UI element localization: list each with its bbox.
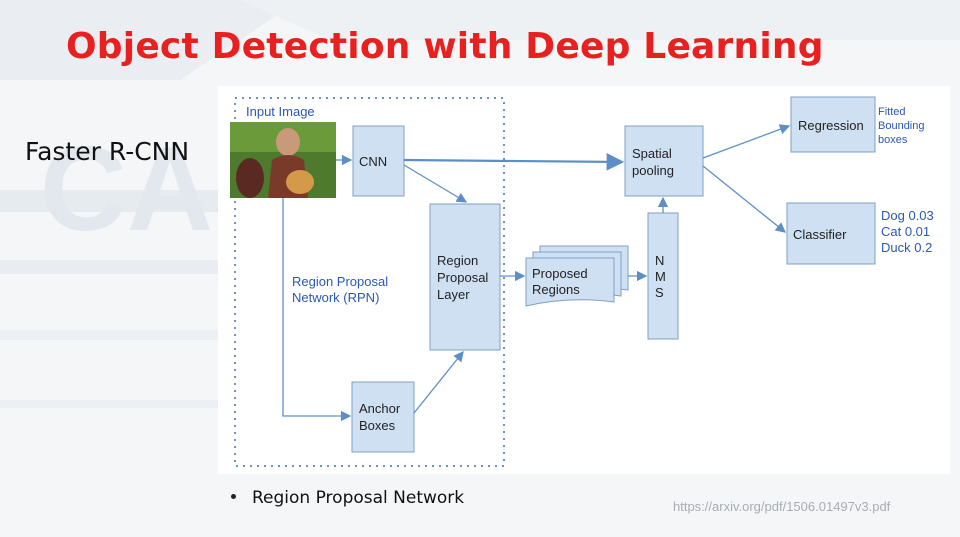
fitted-label-3: boxes — [878, 134, 908, 146]
source-url: https://arxiv.org/pdf/1506.01497v3.pdf — [673, 499, 891, 514]
rpn-boundary — [234, 97, 505, 467]
nms-box — [647, 212, 679, 340]
slide-subtitle: Faster R-CNN — [25, 137, 190, 166]
rpn-label-1: Region Proposal — [292, 274, 388, 289]
diagram-arrows — [282, 124, 791, 422]
bullet-dot — [231, 493, 236, 499]
bullet-text: Region Proposal Network — [252, 488, 465, 508]
bullet-item: Region Proposal Network — [231, 488, 464, 508]
region-layer-label-3: Layer — [437, 287, 470, 302]
output-duck: Duck 0.2 — [881, 240, 932, 255]
regression-box — [790, 96, 876, 153]
region-layer-label-1: Region — [437, 253, 478, 268]
fitted-label-2: Bounding — [878, 120, 925, 132]
output-dog: Dog 0.03 — [881, 208, 934, 223]
region-proposal-layer-box — [429, 203, 501, 351]
nms-letter-m: M — [655, 269, 666, 284]
slide-title: Object Detection with Deep Learning — [66, 26, 824, 67]
spatial-label-2: pooling — [632, 163, 674, 178]
spatial-label-1: Spatial — [632, 146, 672, 161]
input-image-label: Input Image — [246, 104, 315, 119]
proposed-label-2: Regions — [532, 282, 580, 297]
proposed-regions-stack — [525, 245, 629, 307]
region-layer-label-2: Proposal — [437, 270, 488, 285]
proposed-label-1: Proposed — [532, 266, 588, 281]
anchor-boxes-box — [351, 381, 415, 453]
anchor-label-1: Anchor — [359, 401, 401, 416]
output-cat: Cat 0.01 — [881, 224, 930, 239]
input-image-thumbnail — [230, 122, 336, 198]
fitted-label-1: Fitted — [878, 106, 906, 118]
classifier-label: Classifier — [793, 227, 847, 242]
spatial-pooling-box — [624, 125, 704, 197]
cnn-box — [352, 125, 405, 197]
rpn-label-2: Network (RPN) — [292, 290, 379, 305]
nms-letter-s: S — [655, 285, 664, 300]
classifier-box — [786, 202, 876, 265]
regression-label: Regression — [798, 118, 864, 133]
nms-letter-n: N — [655, 253, 664, 268]
anchor-label-2: Boxes — [359, 418, 396, 433]
cnn-label: CNN — [359, 154, 387, 169]
